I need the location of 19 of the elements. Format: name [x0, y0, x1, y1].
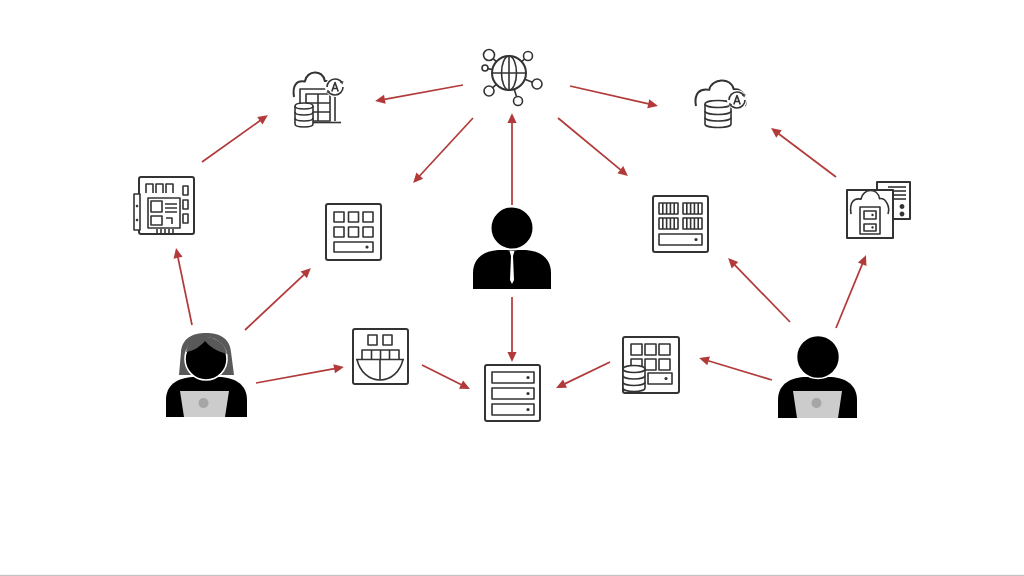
globe-network-icon — [481, 48, 543, 107]
cloud-warehouse-database-icon — [292, 71, 345, 128]
arrow — [413, 117, 474, 183]
circuit-board-icon — [133, 176, 195, 236]
arrow — [771, 128, 837, 178]
container-ship-icon — [352, 328, 409, 385]
cloud-database-icon — [694, 79, 747, 129]
grid-database-icon — [622, 336, 680, 394]
app-grid-icon — [325, 203, 382, 261]
server-rack-icon — [484, 364, 541, 422]
arrow — [244, 268, 311, 331]
storage-array-icon — [652, 195, 709, 253]
businessman-icon — [473, 205, 551, 289]
arrow — [201, 115, 268, 163]
cloud-server-document-icon — [846, 181, 911, 239]
arrow — [728, 258, 791, 323]
arrow — [557, 117, 628, 176]
woman-laptop-icon — [166, 333, 247, 417]
man-laptop-icon — [778, 334, 857, 418]
